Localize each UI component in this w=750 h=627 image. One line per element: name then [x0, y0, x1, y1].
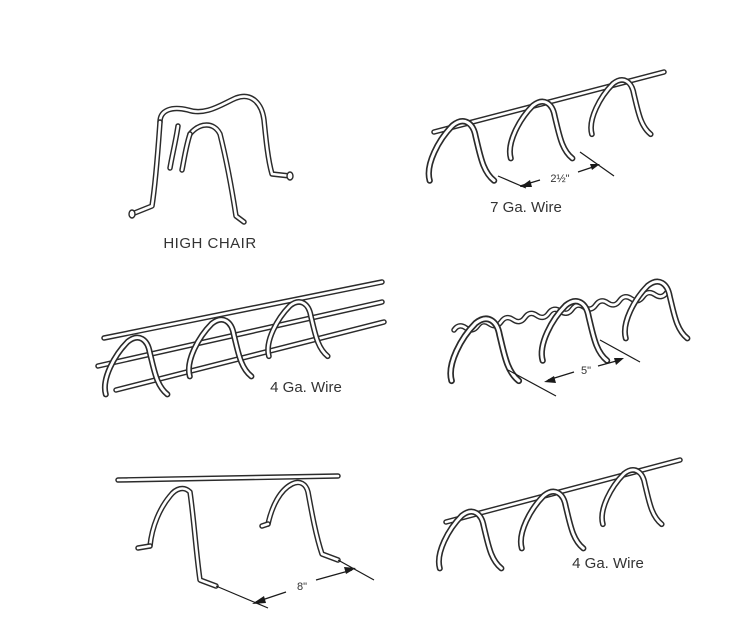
high-chair-figure: HIGH CHAIR — [128, 93, 294, 252]
corrugated-figure: 5" — [451, 282, 688, 397]
continuous-4ga-label: 4 Ga. Wire — [572, 555, 644, 572]
continuous-7ga-dimension: 2½" — [550, 173, 569, 185]
continuous-4ga-figure: 4 Ga. Wire — [439, 457, 683, 572]
high-chair-label: HIGH CHAIR — [163, 235, 256, 252]
upper-high-chair-dimension: 8" — [297, 581, 307, 593]
continuous-4ga-multi-label: 4 Ga. Wire — [270, 379, 342, 396]
corrugated-dimension: 5" — [581, 365, 591, 377]
continuous-7ga-figure: 2½" 7 Ga. Wire — [429, 69, 667, 216]
upper-high-chair-figure: 8" — [115, 473, 375, 609]
continuous-7ga-label: 7 Ga. Wire — [490, 199, 562, 216]
continuous-4ga-multi-figure: 4 Ga. Wire — [95, 279, 387, 396]
